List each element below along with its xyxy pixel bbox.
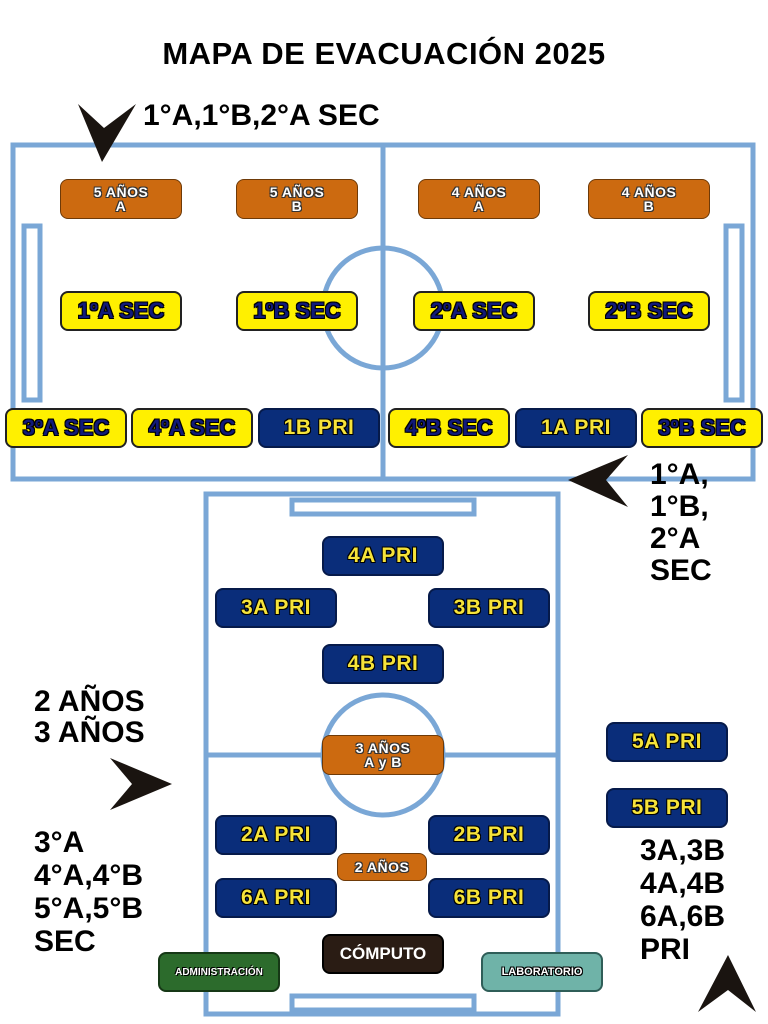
room-administracion: ADMINISTRACIÓN — [158, 952, 280, 992]
room-1a-pri: 1A PRI — [515, 408, 637, 448]
room-5-anos-a: 5 AÑOS A — [60, 179, 182, 219]
room-2b-sec: 2ºB SEC — [588, 291, 710, 331]
room-4-anos-a: 4 AÑOS A — [418, 179, 540, 219]
room-4b-sec: 4ºB SEC — [388, 408, 510, 448]
arrow-up-icon — [698, 955, 756, 1012]
right-route-label: 1°A, 1°B, 2°A SEC — [650, 458, 712, 587]
room-3a-sec: 3ºA SEC — [5, 408, 127, 448]
top-left-goal — [21, 223, 43, 403]
top-right-goal — [723, 223, 745, 403]
room-3b-pri: 3B PRI — [428, 588, 550, 628]
room-2b-pri: 2B PRI — [428, 815, 550, 855]
room-5a-pri: 5A PRI — [606, 722, 728, 762]
bottom-bottom-goal — [289, 993, 477, 1013]
room-4-anos-b: 4 AÑOS B — [588, 179, 710, 219]
arrow-right-icon — [110, 758, 172, 810]
room-2a-pri: 2A PRI — [215, 815, 337, 855]
page-title: MAPA DE EVACUACIÓN 2025 — [162, 36, 606, 71]
room-3a-pri: 3A PRI — [215, 588, 337, 628]
room-2a-sec: 2ºA SEC — [413, 291, 535, 331]
left-top-route-label: 2 AÑOS 3 AÑOS — [34, 685, 145, 749]
room-5b-pri: 5B PRI — [606, 788, 728, 828]
room-6b-pri: 6B PRI — [428, 878, 550, 918]
room-1b-sec: 1ºB SEC — [236, 291, 358, 331]
room-4a-sec: 4ºA SEC — [131, 408, 253, 448]
bottom-top-goal — [289, 497, 477, 517]
room-laboratorio: LABORATORIO — [481, 952, 603, 992]
room-5-anos-b: 5 AÑOS B — [236, 179, 358, 219]
right-bottom-route-label: 3A,3B 4A,4B 6A,6B PRI — [640, 834, 726, 966]
room-computo: CÓMPUTO — [322, 934, 444, 974]
arrow-left-icon — [568, 455, 628, 507]
arrow-down-icon — [78, 104, 136, 162]
room-6a-pri: 6A PRI — [215, 878, 337, 918]
room-4a-pri: 4A PRI — [322, 536, 444, 576]
room-3-anos-a-y-b: 3 AÑOS A y B — [322, 735, 444, 775]
top-route-label: 1°A,1°B,2°A SEC — [143, 99, 380, 132]
room-1a-sec: 1ºA SEC — [60, 291, 182, 331]
left-bottom-route-label: 3°A 4°A,4°B 5°A,5°B SEC — [34, 826, 144, 958]
room-1b-pri: 1B PRI — [258, 408, 380, 448]
room-2-anos: 2 AÑOS — [337, 853, 427, 881]
room-3b-sec: 3ºB SEC — [641, 408, 763, 448]
room-4b-pri: 4B PRI — [322, 644, 444, 684]
